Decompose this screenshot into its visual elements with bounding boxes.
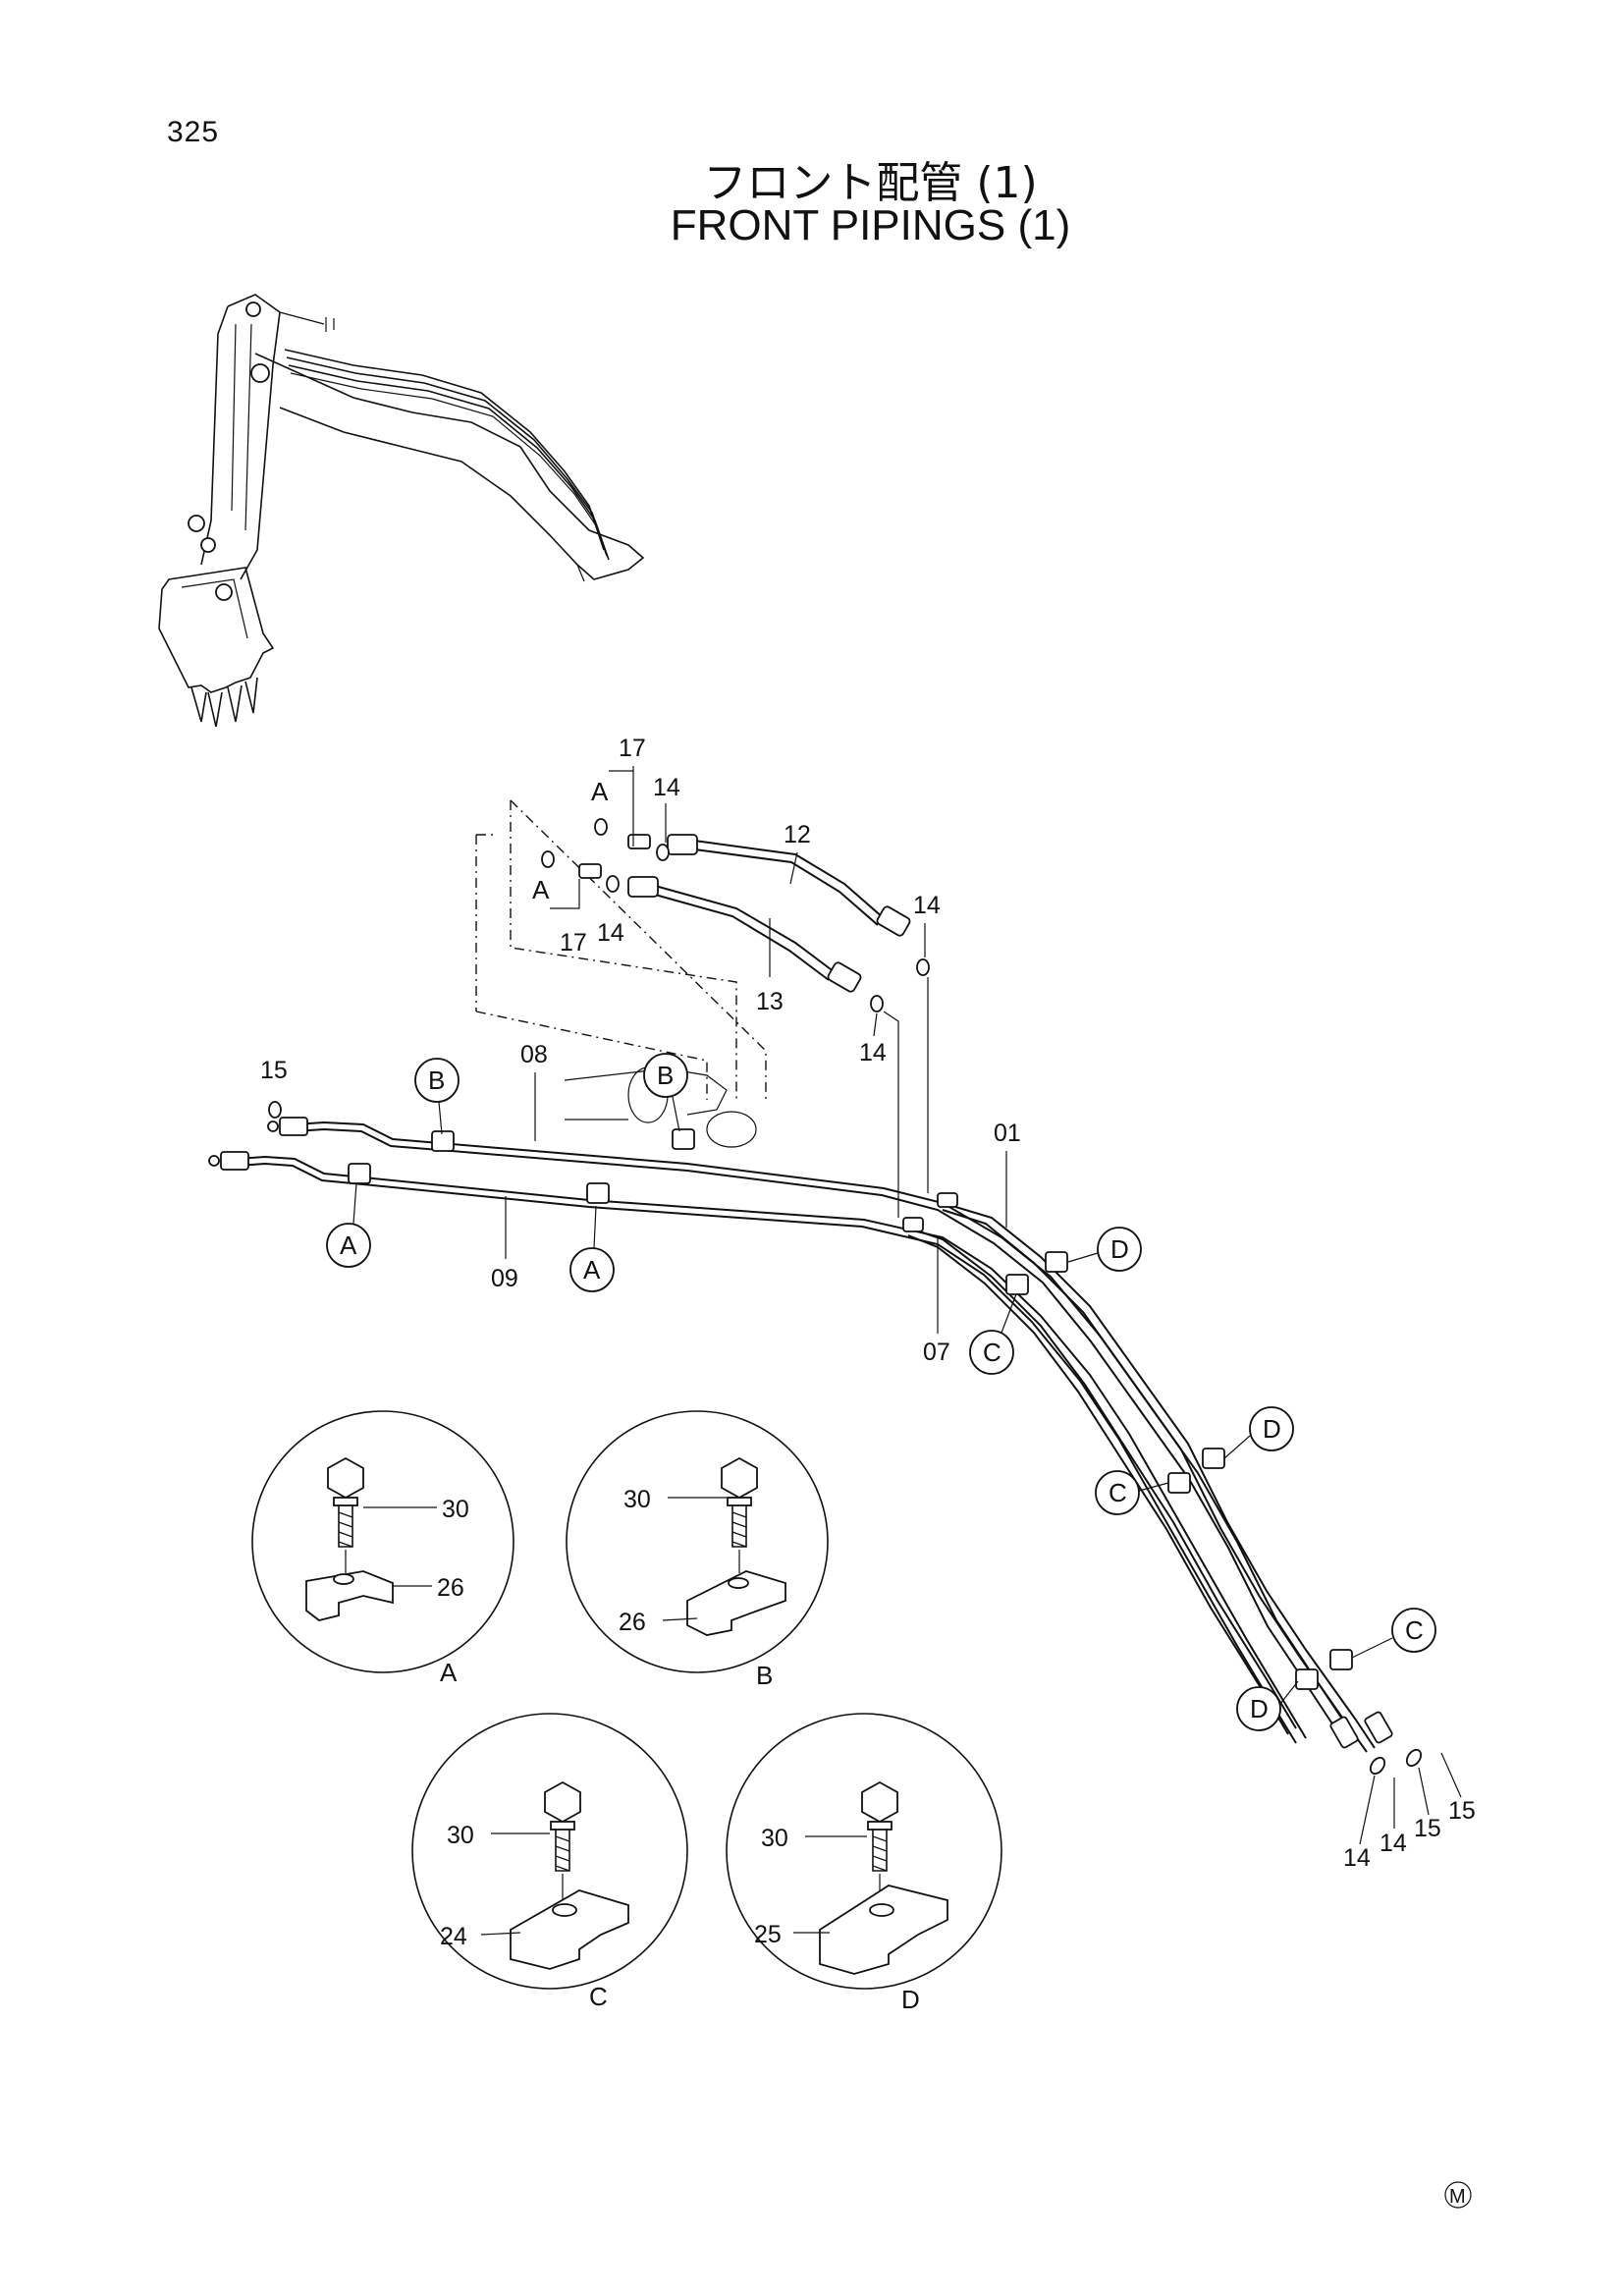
front-piping-assembly: [208, 799, 1423, 1776]
detail-B-caption: B: [756, 1661, 773, 1690]
label-14-right-upper: 14: [913, 892, 941, 919]
callout-C-2: C: [1095, 1470, 1169, 1515]
svg-text:C: C: [1405, 1615, 1424, 1645]
label-A-upper: A: [591, 777, 609, 806]
label-13: 13: [756, 988, 784, 1015]
svg-text:D: D: [1110, 1234, 1129, 1264]
detail-C-label-30: 30: [447, 1822, 474, 1849]
label-17-top: 17: [619, 735, 646, 762]
label-A-lower: A: [532, 875, 550, 904]
label-07: 07: [923, 1339, 950, 1366]
svg-text:D: D: [1263, 1414, 1281, 1444]
detail-D-caption: D: [901, 1985, 920, 2014]
callout-A-left: A: [326, 1182, 371, 1268]
detail-D-label-30: 30: [761, 1825, 788, 1852]
label-14-top: 14: [653, 774, 680, 801]
detail-B-label-30: 30: [623, 1486, 651, 1513]
callout-D-3: D: [1236, 1680, 1299, 1731]
detail-D-label-25: 25: [754, 1921, 782, 1948]
svg-text:A: A: [583, 1255, 601, 1285]
title-english: FRONT PIPINGS (1): [670, 201, 1071, 249]
callout-C-1: C: [969, 1293, 1017, 1375]
svg-text:C: C: [1109, 1478, 1127, 1507]
label-08: 08: [520, 1041, 548, 1068]
clamp-marks: [348, 1128, 1353, 1690]
page-number: 325: [167, 116, 220, 148]
callout-C-3: C: [1351, 1608, 1436, 1659]
detail-view-B: 30 26 B: [566, 1410, 829, 1690]
m-mark: M: [1444, 2181, 1472, 2209]
callout-A-right: A: [569, 1205, 615, 1292]
label-14-right-lower: 14: [859, 1039, 887, 1066]
label-17-lower: 17: [560, 929, 587, 957]
svg-text:M: M: [1449, 2186, 1466, 2208]
detail-A-label-30: 30: [442, 1496, 469, 1523]
label-14-br-b: 14: [1380, 1830, 1407, 1857]
label-15-br-b: 15: [1448, 1797, 1476, 1825]
callout-B-left: B: [414, 1058, 460, 1135]
oring-15-left: [268, 1101, 282, 1119]
excavator-overview-illustration: [158, 294, 645, 728]
svg-text:D: D: [1250, 1694, 1269, 1723]
label-01: 01: [994, 1120, 1021, 1147]
svg-text:A: A: [340, 1230, 357, 1260]
callout-D-2: D: [1223, 1406, 1294, 1459]
detail-A-label-26: 26: [437, 1574, 464, 1602]
callout-B-right: B: [643, 1053, 688, 1132]
label-15-br-a: 15: [1414, 1815, 1441, 1842]
label-14-lower: 14: [597, 919, 624, 947]
circled-callouts: B B A A D C D: [326, 1053, 1436, 1731]
detail-B-label-26: 26: [619, 1609, 646, 1636]
detail-view-C: 30 24 C: [411, 1713, 688, 2011]
svg-text:B: B: [428, 1066, 445, 1095]
label-12: 12: [784, 821, 811, 848]
detail-view-A: 30 26 A: [251, 1410, 514, 1687]
label-15-left: 15: [260, 1057, 288, 1084]
callout-D-1: D: [1067, 1227, 1142, 1272]
detail-A-caption: A: [440, 1658, 458, 1687]
detail-C-label-24: 24: [440, 1923, 467, 1950]
detail-C-caption: C: [589, 1982, 608, 2011]
title-japanese: フロント配管 (1): [703, 158, 1038, 208]
part-labels: 17 14 A A 17 14 12 13 14 14 15 08 09 01: [260, 735, 1476, 1872]
svg-text:C: C: [983, 1338, 1001, 1367]
label-09: 09: [491, 1265, 518, 1292]
detail-view-D: 30 25 D: [726, 1713, 1002, 2014]
svg-text:B: B: [657, 1061, 674, 1090]
label-14-br-a: 14: [1343, 1844, 1371, 1872]
